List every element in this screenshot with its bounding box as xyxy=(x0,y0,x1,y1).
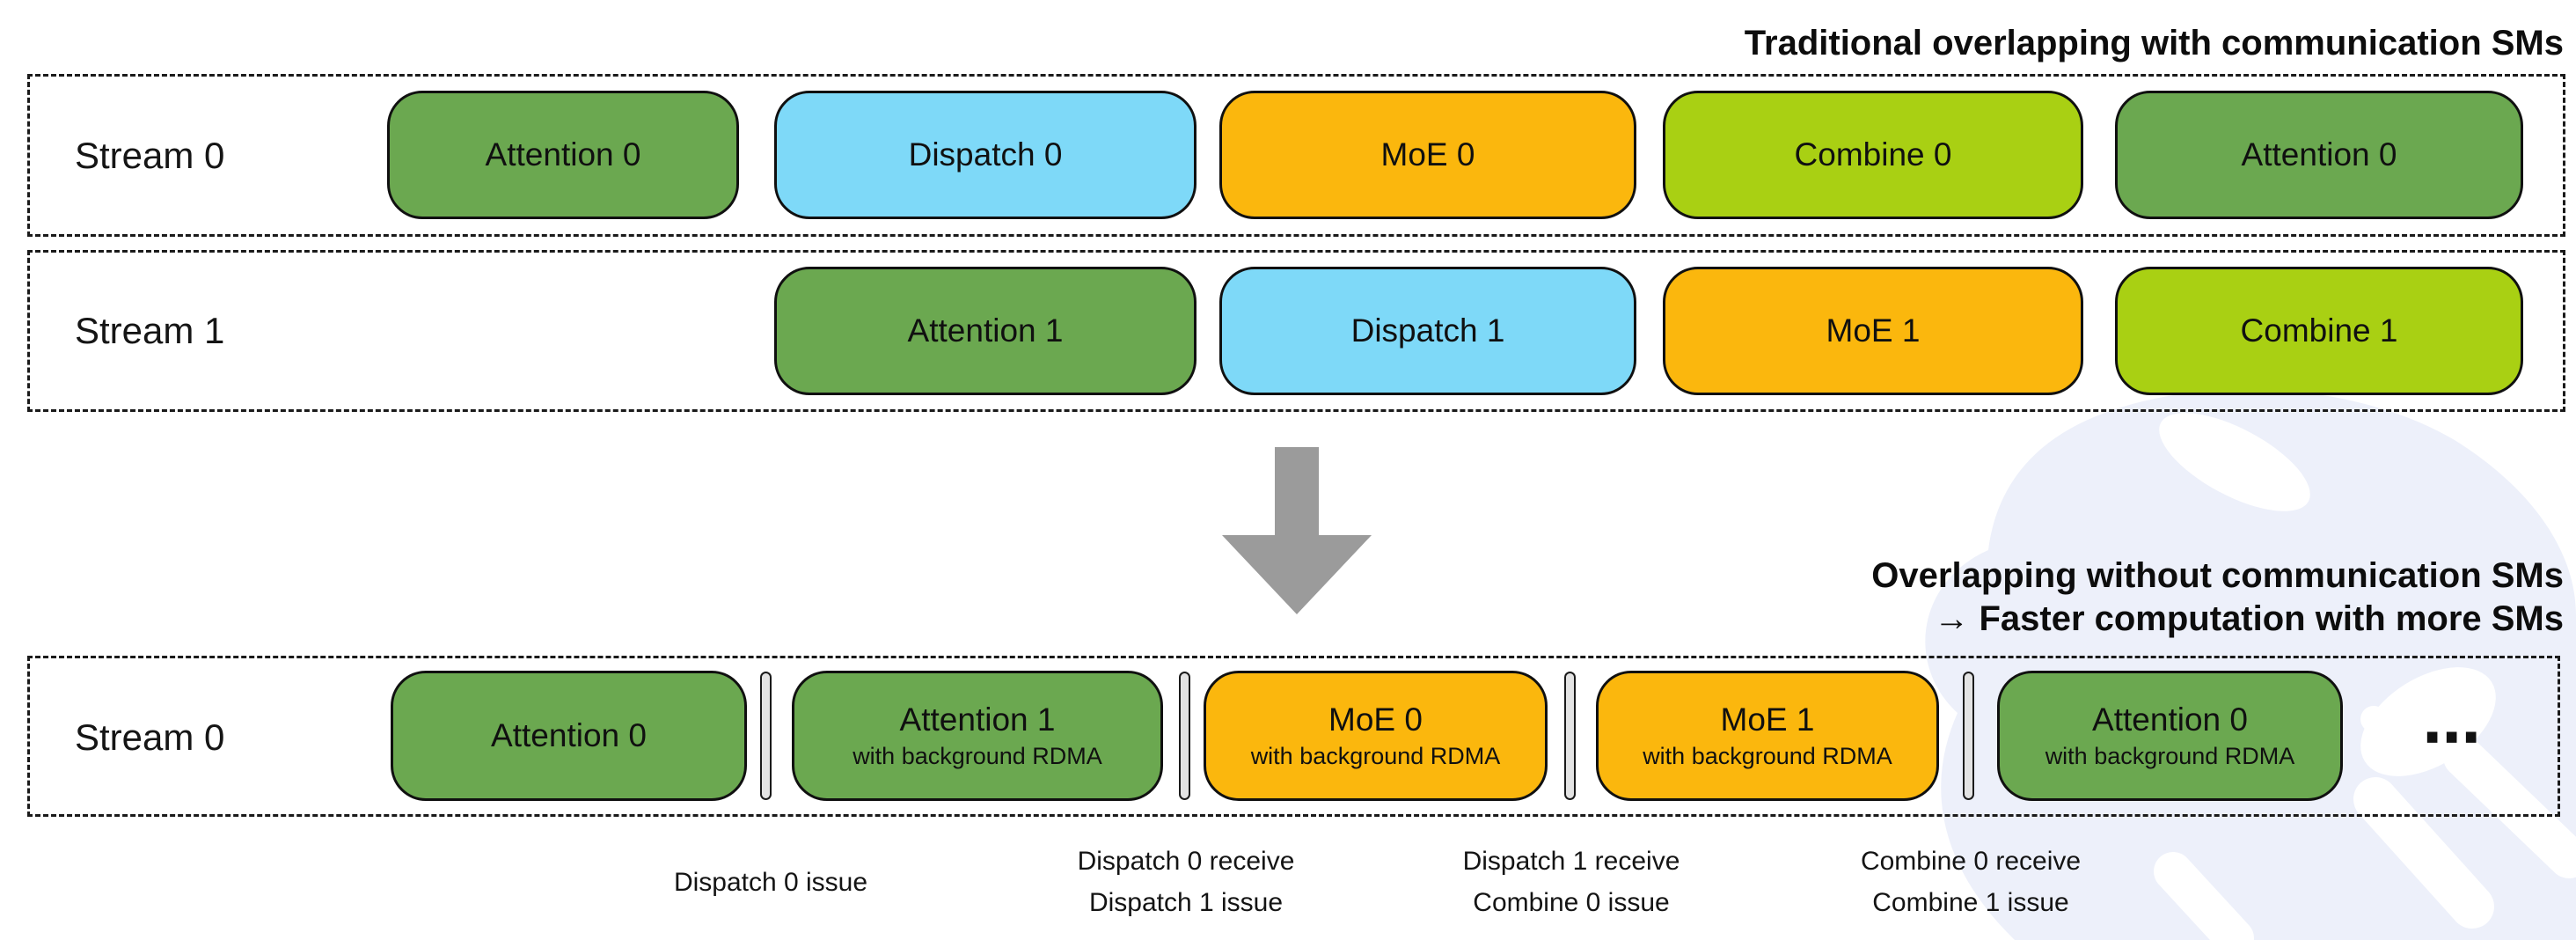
block-label: Attention 0 xyxy=(2092,701,2248,738)
optimized-title: Overlapping without communication SMs → … xyxy=(1871,554,2564,641)
annotation-line: Dispatch 0 issue xyxy=(673,868,868,897)
block-attention-1: Attention 1 xyxy=(774,267,1197,395)
optimized-title-line2: → Faster computation with more SMs xyxy=(1934,599,2564,638)
block-combine-0: Combine 0 xyxy=(1663,91,2083,219)
traditional-stream1-label: Stream 1 xyxy=(75,310,225,351)
stream-sync-divider-3 xyxy=(1564,672,1576,800)
annotation-line: Dispatch 0 receive xyxy=(1077,847,1295,876)
block-label: MoE 0 xyxy=(1328,701,1423,738)
block-label: Combine 0 xyxy=(1794,136,1952,173)
block-label: MoE 0 xyxy=(1380,136,1475,173)
traditional-stream0-box xyxy=(27,74,2565,237)
block-attention-0: Attention 0 xyxy=(387,91,739,219)
annotation-line: Dispatch 1 receive xyxy=(1462,847,1680,876)
stream-sync-divider-2 xyxy=(1179,672,1190,800)
block-label: Dispatch 1 xyxy=(1350,312,1505,349)
block-sublabel: with background RDMA xyxy=(2045,743,2295,769)
block-label: Attention 1 xyxy=(907,312,1064,349)
block-label: Dispatch 0 xyxy=(908,136,1063,173)
annotation-combine0-receive-combine1-issue: Combine 0 receive Combine 1 issue xyxy=(1861,841,2081,923)
block-label: Attention 0 xyxy=(491,717,647,753)
annotation-line: Combine 0 receive xyxy=(1860,847,2082,876)
annotation-dispatch0-receive-dispatch1-issue: Dispatch 0 receive Dispatch 1 issue xyxy=(1078,841,1295,923)
block-attention-1-rdma: Attention 1 with background RDMA xyxy=(792,671,1163,801)
block-moe-1-rdma: MoE 1 with background RDMA xyxy=(1596,671,1939,801)
traditional-stream1-box xyxy=(27,250,2565,412)
block-dispatch-1: Dispatch 1 xyxy=(1219,267,1636,395)
annotation-dispatch0-issue: Dispatch 0 issue xyxy=(674,862,867,903)
block-moe-0: MoE 0 xyxy=(1219,91,1636,219)
traditional-stream0-label: Stream 0 xyxy=(75,135,225,176)
block-sublabel: with background RDMA xyxy=(1250,743,1501,769)
block-sublabel: with background RDMA xyxy=(853,743,1102,769)
block-attention-0-next: Attention 0 xyxy=(2115,91,2523,219)
block-attention-0-rdma-next: Attention 0 with background RDMA xyxy=(1997,671,2343,801)
block-label: MoE 1 xyxy=(1720,701,1815,738)
optimized-title-line1: Overlapping without communication SMs xyxy=(1871,556,2564,595)
optimized-stream0-label: Stream 0 xyxy=(75,716,225,758)
annotation-line: Combine 1 issue xyxy=(1872,888,2069,917)
ellipsis-icon: ⋯ xyxy=(2422,704,2484,770)
traditional-title: Traditional overlapping with communicati… xyxy=(1744,24,2564,62)
block-label: Attention 0 xyxy=(2241,136,2397,173)
block-attention-0-rdma0: Attention 0 xyxy=(391,671,747,801)
block-moe-1: MoE 1 xyxy=(1663,267,2083,395)
annotation-line: Combine 0 issue xyxy=(1473,888,1670,917)
block-combine-1: Combine 1 xyxy=(2115,267,2523,395)
watermark-logo xyxy=(1883,378,2576,940)
block-label: Attention 0 xyxy=(485,136,641,173)
stream-sync-divider-4 xyxy=(1963,672,1974,800)
block-moe-0-rdma: MoE 0 with background RDMA xyxy=(1204,671,1548,801)
block-label: Combine 1 xyxy=(2240,312,2398,349)
block-sublabel: with background RDMA xyxy=(1643,743,1892,769)
annotation-line: Dispatch 1 issue xyxy=(1088,888,1284,917)
stream-sync-divider-1 xyxy=(760,672,772,800)
annotation-dispatch1-receive-combine0-issue: Dispatch 1 receive Combine 0 issue xyxy=(1463,841,1680,923)
optimized-stream0-box xyxy=(27,656,2560,817)
watermark-body xyxy=(1925,389,2576,940)
block-dispatch-0: Dispatch 0 xyxy=(774,91,1197,219)
block-label: Attention 1 xyxy=(899,701,1056,738)
block-label: MoE 1 xyxy=(1826,312,1921,349)
down-arrow-icon xyxy=(1222,447,1372,621)
